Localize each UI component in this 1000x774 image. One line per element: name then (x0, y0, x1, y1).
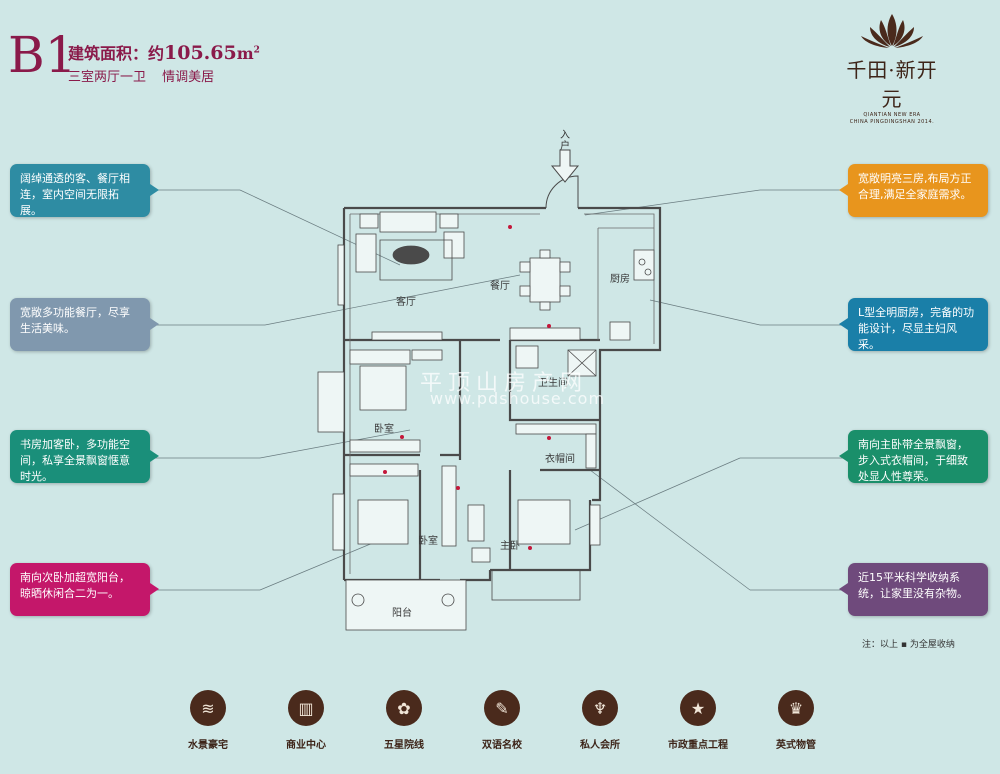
room-closet: 衣帽间 (545, 454, 575, 465)
storage-note: 注：以上 ▪ 为全屋收纳 (862, 640, 955, 650)
badge-label: 市政重点工程 (668, 740, 728, 751)
badge-label: 商业中心 (286, 740, 326, 751)
badge-label: 双语名校 (482, 740, 522, 751)
callout-dining: 宽敞多功能餐厅，尽享生活美味。 (10, 298, 159, 351)
area-line: 建筑面积：约105.65m2 (68, 40, 260, 64)
area-unit: m (236, 44, 254, 63)
callout-storage: 近15平米科学收纳系统，让家里没有杂物。 (839, 563, 988, 616)
badge-commercial: ▥ 商业中心 (268, 690, 344, 751)
badge-school: ✎ 双语名校 (464, 690, 540, 751)
room-living: 客厅 (396, 297, 416, 308)
callout-layout: 宽敞明亮三房,布局方正合理,满足全家庭需求。 (839, 164, 988, 217)
room-master: 主卧 (500, 541, 520, 552)
callout-kitchen: L型全明厨房，完备的功能设计，尽显主妇风采。 (839, 298, 988, 351)
room-bedroom-south: 卧室 (418, 536, 438, 547)
badge-property: ♛ 英式物管 (758, 690, 834, 751)
badge-club: ♆ 私人会所 (562, 690, 638, 751)
callout-study: 书房加客卧，多功能空间，私享全景飘窗惬意时光。 (10, 430, 159, 483)
wine-glass-icon: ♆ (582, 690, 618, 726)
building-icon: ▥ (288, 690, 324, 726)
quill-icon: ✎ (484, 690, 520, 726)
watermark-cn: 平顶山房产网 (420, 371, 589, 396)
area-value: 105.65 (164, 42, 237, 64)
room-kitchen: 厨房 (610, 274, 630, 285)
slogan: 情调美居 (162, 70, 215, 85)
subtitle: 三室两厅一卫 情调美居 (68, 66, 226, 85)
badge-cinema: ✿ 五星院线 (366, 690, 442, 751)
badge-label: 水景豪宅 (188, 740, 228, 751)
callout-living-dining: 阔绰通透的客、餐厅相连，室内空间无限拓展。 (10, 164, 159, 217)
model-code: B1 (8, 26, 77, 84)
logo-name: 千田·新开元 (846, 58, 938, 111)
badge-waterfront: ≋ 水景豪宅 (170, 690, 246, 751)
callout-master: 南向主卧带全景飘窗，步入式衣帽间，于细致处显人性尊荣。 (839, 430, 988, 483)
waves-icon: ≋ (190, 690, 226, 726)
area-label: 建筑面积：约 (68, 44, 165, 63)
crown-icon: ♛ (778, 690, 814, 726)
room-dining: 餐厅 (490, 281, 510, 292)
star-icon: ★ (680, 690, 716, 726)
badge-municipal: ★ 市政重点工程 (660, 690, 736, 751)
logo-sub-2: CHINA PINGDINGSHAN 2014. (849, 119, 935, 125)
area-unit-sup: 2 (253, 45, 260, 56)
watermark-url: www.pdshouse.com (430, 389, 606, 408)
room-balcony: 阳台 (392, 608, 412, 619)
room-bedroom-north: 卧室 (374, 424, 394, 435)
logo-sub-1: QIANTIAN NEW ERA (863, 112, 921, 118)
amenity-badges: ≋ 水景豪宅 ▥ 商业中心 ✿ 五星院线 ✎ 双语名校 ♆ 私人会所 ★ 市政重… (170, 690, 850, 760)
room-bath: 卫生间 (538, 378, 568, 389)
badge-label: 英式物管 (776, 740, 816, 751)
brand-logo: 千田·新开元 QIANTIAN NEW ERA CHINA PINGDINGSH… (836, 10, 948, 125)
callout-second-bedroom: 南向次卧加超宽阳台，晾晒休闲合二为一。 (10, 563, 159, 616)
entry-label: 入户 (560, 130, 570, 152)
layout-text: 三室两厅一卫 (68, 70, 147, 85)
lotus-icon (861, 14, 923, 48)
badge-label: 私人会所 (580, 740, 620, 751)
film-reel-icon: ✿ (386, 690, 422, 726)
badge-label: 五星院线 (384, 740, 424, 751)
